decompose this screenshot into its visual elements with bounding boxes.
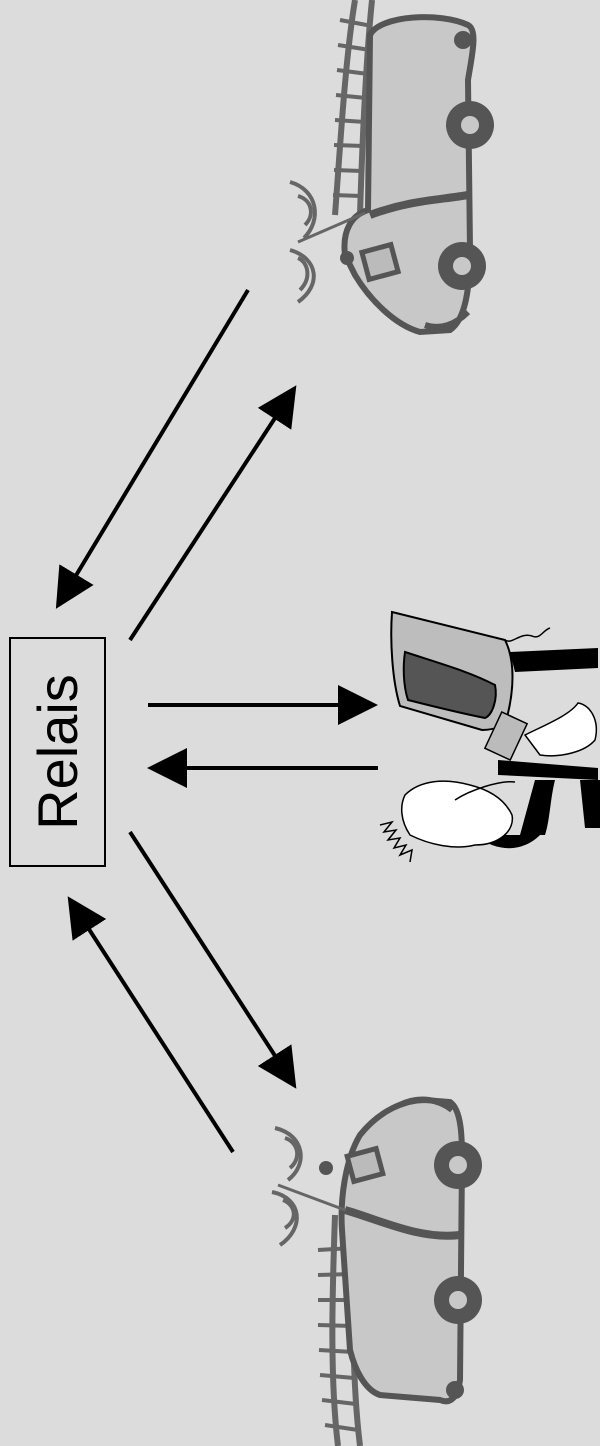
link-arrows [55, 288, 378, 1154]
arrow-relay-to-vehicle-bottom [128, 830, 297, 1089]
vehicle-bottom-icon [271, 1096, 482, 1446]
vehicle-top-icon [289, 0, 494, 336]
radio-waves-icon [271, 1126, 303, 1247]
radio-waves-icon [289, 180, 317, 304]
road-rails-icon [332, 0, 375, 216]
arrow-vehicle-top-to-relay [55, 288, 250, 609]
relay-label: Relais [25, 674, 89, 830]
arrow-vehicle-bottom-to-relay [67, 896, 235, 1154]
arrow-relay-to-vehicle-top [128, 385, 297, 642]
relay-node: Relais [9, 637, 106, 867]
operator-workstation-icon [379, 610, 600, 863]
